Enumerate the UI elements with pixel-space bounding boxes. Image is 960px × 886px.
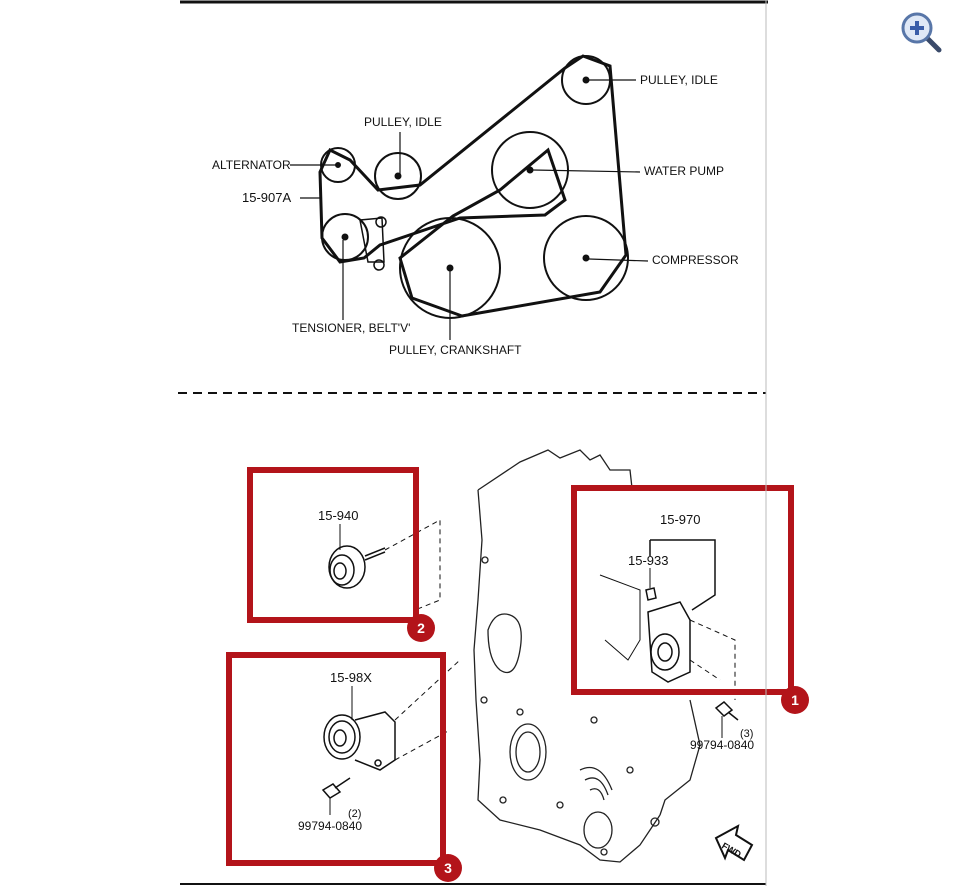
tensioner-guide (394, 659, 461, 761)
leader-compressor (588, 258, 649, 262)
crank-seal-bore (509, 723, 547, 781)
label-compressor: COMPRESSOR (652, 253, 739, 267)
pulley-idle-mid-hub (394, 172, 402, 180)
tensioner-bolt-upper (375, 216, 387, 228)
compressor-pulley (543, 215, 629, 301)
cover-bolt-hole-9 (626, 766, 634, 774)
cover-rib-3 (589, 788, 605, 801)
bracket-15-970 (650, 539, 716, 611)
idler-pulley-drawing (328, 519, 441, 611)
tensioner-body-bolt (374, 759, 382, 767)
label-crankshaft: PULLEY, CRANKSHAFT (389, 343, 522, 357)
idler-guide (384, 519, 441, 611)
cover-bolt-hole-4 (499, 796, 507, 804)
label-15-933: 15-933 (628, 553, 668, 568)
tensioner-pulley-hub2 (333, 729, 347, 747)
zoom-in-icon[interactable] (897, 8, 945, 56)
front-cover-seal-housing (487, 613, 522, 674)
alternator-hub (335, 162, 341, 168)
callout-number-2: 2 (417, 620, 425, 636)
label-bolt-qty-left: (2) (348, 808, 361, 820)
cover-rib-1 (579, 766, 613, 791)
idler-inner (333, 562, 347, 580)
front-cover-outline (473, 449, 661, 863)
drive-belt (318, 54, 628, 318)
label-tensioner: TENSIONER, BELT'V' (292, 321, 410, 335)
label-bolt-qty-right: (3) (740, 728, 753, 740)
label-pulley-idle-top: PULLEY, IDLE (640, 73, 718, 87)
bolt-left-drawing (321, 777, 351, 799)
label-alternator: ALTERNATOR (212, 158, 291, 172)
cover-bolt-hole-1 (481, 556, 489, 564)
idler-outer (328, 545, 366, 589)
callout-number-3: 3 (444, 860, 452, 876)
callout-number-1: 1 (791, 692, 799, 708)
crank-seal-inner (515, 731, 541, 773)
compressor-hub (582, 254, 590, 262)
water-pump-hub (526, 166, 534, 174)
cover-bolt-hole-5 (556, 801, 564, 809)
cover-rib-2 (584, 777, 609, 796)
idler-mid (329, 554, 355, 586)
fwd-arrow-icon: FWD (714, 824, 754, 862)
bolt-right-drawing (714, 701, 739, 721)
highlight-box-1[interactable] (571, 485, 794, 695)
tensioner-drawing (321, 659, 461, 815)
callout-badge-2[interactable]: 2 (407, 614, 435, 642)
label-belt-part: 15-907A (242, 190, 291, 205)
label-bolt-right: 99794-0840 (690, 738, 754, 752)
leader-water-pump (532, 169, 641, 173)
cover-bolt-hole-8 (590, 716, 598, 724)
label-water-pump: WATER PUMP (644, 164, 724, 178)
cover-bolt-hole-7 (650, 817, 660, 827)
label-15-940: 15-940 (318, 508, 358, 523)
front-cover-right-edge (659, 699, 701, 816)
assembly-body (647, 601, 691, 683)
assembly-pulley-inner (657, 642, 673, 662)
water-pump-pulley (491, 131, 569, 209)
label-bolt-left: 99794-0840 (298, 819, 362, 833)
bracket-area-outline (599, 574, 641, 661)
highlight-box-3[interactable] (226, 652, 446, 866)
highlight-box-2[interactable] (247, 467, 419, 623)
tensioner-pulley-outer (323, 714, 361, 760)
assembly-guide (689, 619, 736, 700)
cover-bolt-hole-3 (516, 708, 524, 716)
tensioner-hub (341, 233, 349, 241)
tensioner-pulley-ring (328, 720, 356, 754)
pulley-idle-mid (374, 152, 422, 200)
label-15-98x: 15-98X (330, 670, 372, 685)
tensioner-bolt-lower (373, 259, 385, 271)
tensioner-body (354, 711, 396, 771)
pulley-idle-top-hub (582, 76, 590, 84)
tensioner-pulley (321, 213, 369, 261)
lower-bore (583, 811, 613, 849)
idler-shaft-2 (364, 551, 386, 561)
tensioner-arm (359, 217, 385, 263)
belt-routing-diagram (290, 54, 649, 340)
label-pulley-idle-mid: PULLEY, IDLE (364, 115, 442, 129)
idler-shaft (364, 547, 386, 557)
engine-front-cover (473, 449, 701, 863)
tensioner-assembly-drawing (599, 539, 739, 738)
part-15-933 (645, 587, 657, 601)
label-15-970: 15-970 (660, 512, 700, 527)
callout-badge-3[interactable]: 3 (434, 854, 462, 882)
cover-bolt-hole-6 (600, 848, 608, 856)
callout-badge-1[interactable]: 1 (781, 686, 809, 714)
assembly-pulley (650, 633, 680, 671)
cover-bolt-hole-2 (480, 696, 488, 704)
